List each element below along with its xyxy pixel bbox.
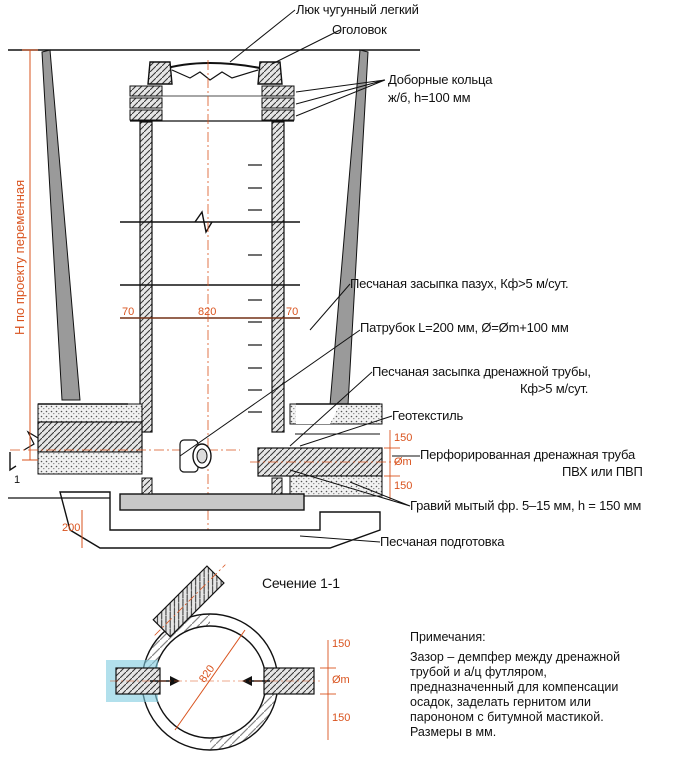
break-symbol xyxy=(194,210,213,234)
label-sand-base: Песчаная подготовка xyxy=(380,534,505,549)
notes-block: Примечания: Зазор – демпфер между дренаж… xyxy=(410,630,695,740)
dim-pipe-diameter: Øm xyxy=(394,456,412,468)
dim-pipe-top: 150 xyxy=(394,432,413,444)
label-perforated-1: Перфорированная дренажная труба xyxy=(420,447,635,462)
shaft-right-wall xyxy=(271,121,285,433)
label-rings-2: ж/б, h=100 мм xyxy=(388,90,471,105)
label-perforated-2: ПВХ или ПВП xyxy=(562,464,643,479)
label-rings-1: Доборные кольца xyxy=(388,72,493,87)
right-drain-pipe xyxy=(250,403,400,497)
cut-mark-label: 1 xyxy=(14,474,21,486)
label-gravel: Гравий мытый фр. 5–15 мм, h = 150 мм xyxy=(410,498,642,513)
foundation-pit xyxy=(59,491,381,549)
label-sand-drain-2: Кф>5 м/сут. xyxy=(520,381,589,396)
notes-line: предназначенный для компенсации xyxy=(410,680,619,694)
notes-line: Размеры в мм. xyxy=(410,725,497,739)
section-dim-top: 150 xyxy=(332,638,351,650)
height-dimension-label: Н по проекту переменная xyxy=(12,179,27,335)
dim-wall-left: 70 xyxy=(122,306,135,318)
left-drain-pipe xyxy=(10,403,240,475)
head-right xyxy=(257,61,283,85)
dim-wall-right: 70 xyxy=(286,306,299,318)
shaft-left-wall xyxy=(139,121,153,433)
label-hatch: Люк чугунный легкий xyxy=(296,2,419,17)
dim-base-thickness: 200 xyxy=(62,522,81,534)
section-title: Сечение 1-1 xyxy=(262,575,340,591)
leader-lines xyxy=(179,9,420,543)
section-1-1-drawing xyxy=(106,564,336,751)
sand-fill-right xyxy=(296,404,340,424)
extension-rings xyxy=(129,85,295,122)
label-head: Оголовок xyxy=(332,22,387,37)
dim-pipe-bottom: 150 xyxy=(394,480,413,492)
section-cut-marks xyxy=(9,452,17,472)
trench-right-wall xyxy=(329,49,369,406)
label-sand-backfill: Песчаная засыпка пазух, Кф>5 м/сут. xyxy=(350,276,569,291)
dim-inner-diameter: 820 xyxy=(198,306,217,318)
label-sand-drain-1: Песчаная засыпка дренажной трубы, xyxy=(372,364,591,379)
ladder xyxy=(248,164,262,413)
head-left xyxy=(147,61,173,85)
trench-left-wall xyxy=(41,49,81,401)
label-geotextile: Геотекстиль xyxy=(392,408,464,423)
section-dim-pipe: Øm xyxy=(332,674,350,686)
notes-line: трубой и а/ц футляром, xyxy=(410,665,547,679)
notes-line: осадок, заделать гернитом или xyxy=(410,695,591,709)
notes-line: Зазор – демпфер между дренажной xyxy=(410,650,621,664)
notes-title: Примечания: xyxy=(410,630,486,644)
label-branch-pipe: Патрубок L=200 мм, Ø=Øm+100 мм xyxy=(360,320,569,335)
pipe-dim-lines xyxy=(384,430,400,500)
notes-line: парононом с битумной мастикой. xyxy=(410,710,604,724)
support-left xyxy=(141,477,153,495)
hatch-frame xyxy=(171,69,259,81)
support-right xyxy=(271,477,283,495)
well-bottom-plate xyxy=(119,493,305,511)
section-dim-bottom: 150 xyxy=(332,712,351,724)
hatch-cover xyxy=(159,62,271,71)
